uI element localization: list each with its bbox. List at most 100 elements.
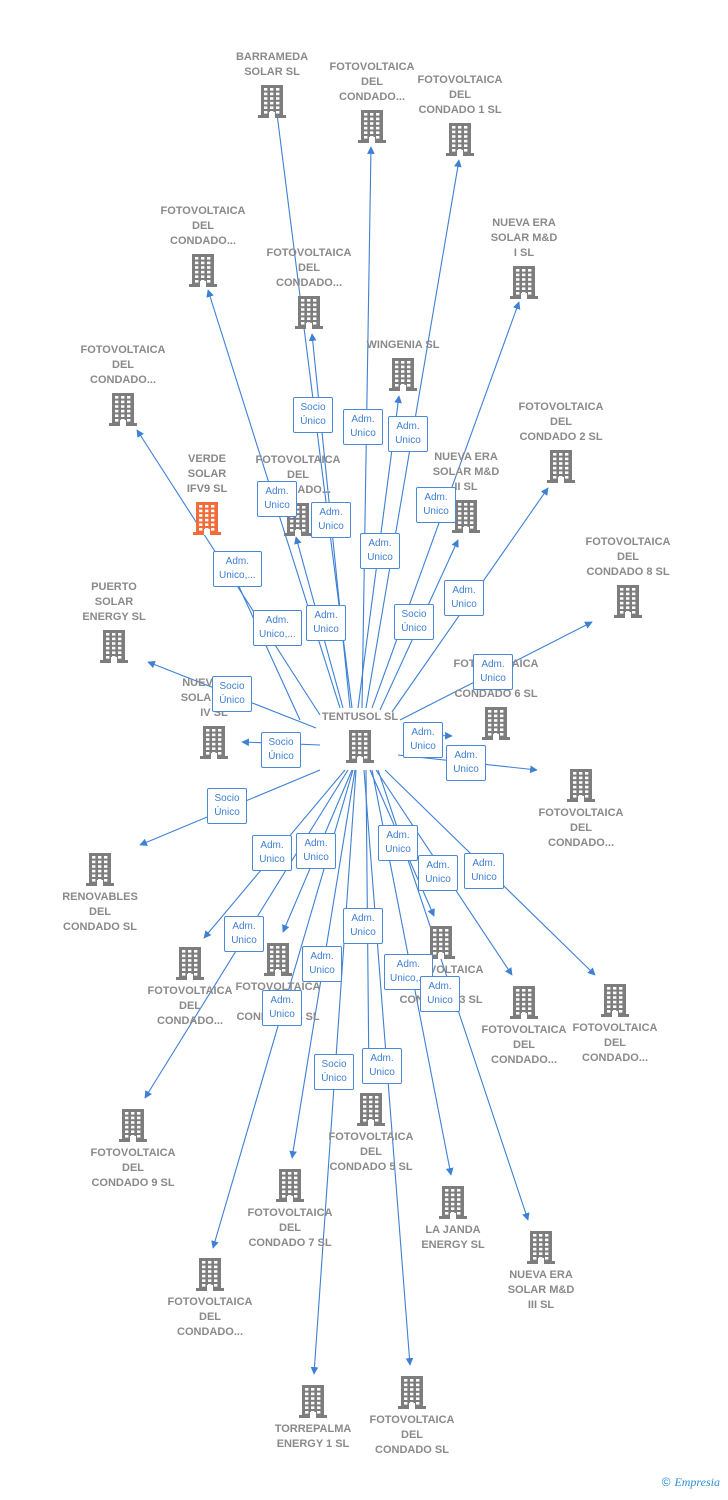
relation-badge[interactable]: Adm. Unico,... bbox=[213, 551, 262, 587]
building-icon[interactable] bbox=[86, 852, 114, 886]
company-label[interactable]: FOTOVOLTAICA DEL CONDADO 2 SL bbox=[518, 401, 604, 443]
company-label[interactable]: PUERTO SOLAR ENERGY SL bbox=[82, 581, 146, 623]
company-label[interactable]: FOTOVOLTAICA DEL CONDADO 1 SL bbox=[417, 74, 503, 116]
company-node[interactable]: FOTOVOLTAICA DEL CONDADO... bbox=[148, 204, 258, 249]
company-label[interactable]: NUEVA ERA SOLAR M&D II SL bbox=[432, 451, 500, 493]
company-label[interactable]: FOTOVOLTAICA DEL CONDADO... bbox=[329, 61, 415, 103]
center-building-icon[interactable] bbox=[346, 729, 374, 763]
company-label[interactable]: FOTOVOLTAICA DEL CONDADO... bbox=[160, 205, 246, 247]
building-icon[interactable] bbox=[189, 253, 217, 287]
building-icon[interactable] bbox=[358, 109, 386, 143]
company-node[interactable]: FOTOVOLTAICA DEL CONDADO 7 SL bbox=[235, 1206, 345, 1251]
building-icon[interactable] bbox=[601, 983, 629, 1017]
building-icon[interactable] bbox=[100, 629, 128, 663]
building-icon[interactable] bbox=[510, 985, 538, 1019]
company-label[interactable]: TORREPALMA ENERGY 1 SL bbox=[274, 1423, 352, 1450]
company-label[interactable]: FOTOVOLTAICA DEL CONDADO... bbox=[147, 985, 233, 1027]
company-node[interactable]: FOTOVOLTAICA DEL CONDADO 1 SL bbox=[405, 73, 515, 118]
relation-badge[interactable]: Adm. Unico bbox=[257, 481, 297, 517]
company-label[interactable]: RENOVABLES DEL CONDADO SL bbox=[62, 891, 138, 933]
company-node[interactable]: FOTOVOLTAICA DEL CONDADO... bbox=[469, 1023, 579, 1068]
company-label[interactable]: FOTOVOLTAICA DEL CONDADO 8 SL bbox=[585, 536, 671, 578]
relation-badge[interactable]: Socio Único bbox=[212, 676, 252, 712]
company-label[interactable]: FOTOVOLTAICA DEL CONDADO 7 SL bbox=[247, 1207, 333, 1249]
company-label[interactable]: FOTOVOLTAICA DEL CONDADO... bbox=[167, 1296, 253, 1338]
company-node[interactable]: NUEVA ERA SOLAR M&D II SL bbox=[411, 450, 521, 495]
company-node[interactable]: FOTOVOLTAICA DEL CONDADO SL bbox=[357, 1413, 467, 1458]
building-icon[interactable] bbox=[547, 449, 575, 483]
company-label[interactable]: NUEVA ERA SOLAR M&D III SL bbox=[507, 1269, 575, 1311]
relation-badge[interactable]: Adm. Unico bbox=[362, 1048, 402, 1084]
company-node[interactable]: WINGENIA SL bbox=[348, 338, 458, 353]
company-node[interactable]: NUEVA ERA SOLAR M&D I SL bbox=[469, 216, 579, 261]
company-node[interactable]: FOTOVOLTAICA DEL CONDADO 8 SL bbox=[573, 535, 683, 580]
relation-badge[interactable]: Socio Único bbox=[207, 788, 247, 824]
building-icon[interactable] bbox=[109, 392, 137, 426]
company-node[interactable]: LA JANDA ENERGY SL bbox=[398, 1223, 508, 1253]
company-label[interactable]: BARRAMEDA SOLAR SL bbox=[235, 51, 309, 78]
building-icon[interactable] bbox=[439, 1185, 467, 1219]
company-label[interactable]: FOTOVOLTAICA DEL CONDADO... bbox=[538, 807, 624, 849]
center-company-label[interactable]: TENTUSOL SL bbox=[321, 711, 399, 723]
building-icon[interactable] bbox=[398, 1375, 426, 1409]
company-label[interactable]: WINGENIA SL bbox=[366, 339, 440, 351]
relation-badge[interactable]: Adm. Unico bbox=[343, 409, 383, 445]
building-icon[interactable] bbox=[567, 768, 595, 802]
company-node[interactable]: FOTOVOLTAICA DEL CONDADO 9 SL bbox=[78, 1146, 188, 1191]
building-icon[interactable] bbox=[264, 942, 292, 976]
relation-badge[interactable]: Adm. Unico bbox=[473, 654, 513, 690]
relation-badge[interactable]: Adm. Unico bbox=[302, 946, 342, 982]
relation-badge[interactable]: Socio Único bbox=[314, 1054, 354, 1090]
building-icon[interactable] bbox=[452, 499, 480, 533]
building-icon[interactable] bbox=[446, 122, 474, 156]
relation-badge[interactable]: Adm. Unico bbox=[418, 855, 458, 891]
company-node[interactable]: TORREPALMA ENERGY 1 SL bbox=[258, 1422, 368, 1452]
company-label[interactable]: NUEVA ERA SOLAR M&D I SL bbox=[490, 217, 558, 259]
building-icon[interactable] bbox=[196, 1257, 224, 1291]
building-icon[interactable] bbox=[389, 357, 417, 391]
company-label[interactable]: LA JANDA ENERGY SL bbox=[421, 1224, 485, 1251]
building-icon[interactable] bbox=[258, 84, 286, 118]
building-icon[interactable] bbox=[614, 584, 642, 618]
relation-badge[interactable]: Adm. Unico bbox=[262, 990, 302, 1026]
company-label[interactable]: FOTOVOLTAICA DEL CONDADO... bbox=[266, 247, 352, 289]
company-label[interactable]: FOTOVOLTAICA DEL CONDADO 5 SL bbox=[328, 1131, 414, 1173]
company-node[interactable]: BARRAMEDA SOLAR SL bbox=[217, 50, 327, 80]
relation-badge[interactable]: Adm. Unico bbox=[446, 745, 486, 781]
relation-badge[interactable]: Socio Único bbox=[394, 604, 434, 640]
focus-building-icon[interactable] bbox=[193, 501, 221, 535]
company-node[interactable]: FOTOVOLTAICA DEL CONDADO 5 SL bbox=[316, 1130, 426, 1175]
relation-badge[interactable]: Adm. Unico bbox=[360, 533, 400, 569]
relation-badge[interactable]: Adm. Unico bbox=[378, 825, 418, 861]
company-node[interactable]: FOTOVOLTAICA DEL CONDADO... bbox=[68, 343, 178, 388]
building-icon[interactable] bbox=[299, 1384, 327, 1418]
company-node[interactable]: PUERTO SOLAR ENERGY SL bbox=[59, 580, 169, 625]
building-icon[interactable] bbox=[119, 1108, 147, 1142]
relation-badge[interactable]: Adm. Unico bbox=[224, 916, 264, 952]
relation-badge[interactable]: Adm. Unico bbox=[464, 853, 504, 889]
company-node[interactable]: FOTOVOLTAICA DEL CONDADO... bbox=[155, 1295, 265, 1340]
relation-badge[interactable]: Adm. Unico bbox=[444, 580, 484, 616]
company-label[interactable]: FOTOVOLTAICA DEL CONDADO... bbox=[80, 344, 166, 386]
company-node[interactable]: FOTOVOLTAICA DEL CONDADO... bbox=[135, 984, 245, 1029]
company-label[interactable]: VERDE SOLAR IFV9 SL bbox=[186, 453, 228, 495]
relation-badge[interactable]: Adm. Unico bbox=[306, 605, 346, 641]
company-label[interactable]: FOTOVOLTAICA DEL CONDADO... bbox=[481, 1024, 567, 1066]
relation-badge[interactable]: Adm. Unico bbox=[311, 502, 351, 538]
relation-badge[interactable]: Socio Único bbox=[261, 732, 301, 768]
relation-badge[interactable]: Socio Único bbox=[293, 397, 333, 433]
company-node[interactable]: FOTOVOLTAICA DEL CONDADO... bbox=[254, 246, 364, 291]
building-icon[interactable] bbox=[276, 1168, 304, 1202]
relation-badge[interactable]: Adm. Unico bbox=[403, 722, 443, 758]
building-icon[interactable] bbox=[510, 265, 538, 299]
building-icon[interactable] bbox=[200, 725, 228, 759]
company-label[interactable]: FOTOVOLTAICA DEL CONDADO SL bbox=[369, 1414, 455, 1456]
company-node[interactable]: FOTOVOLTAICA DEL CONDADO... bbox=[560, 1021, 670, 1066]
relation-badge[interactable]: Adm. Unico bbox=[252, 835, 292, 871]
relation-badge[interactable]: Adm. Unico bbox=[416, 487, 456, 523]
relation-badge[interactable]: Adm. Unico bbox=[343, 908, 383, 944]
relation-badge[interactable]: Adm. Unico bbox=[296, 833, 336, 869]
building-icon[interactable] bbox=[482, 706, 510, 740]
company-label[interactable]: FOTOVOLTAICA DEL CONDADO... bbox=[572, 1022, 658, 1064]
company-node[interactable]: FOTOVOLTAICA DEL CONDADO 2 SL bbox=[506, 400, 616, 445]
